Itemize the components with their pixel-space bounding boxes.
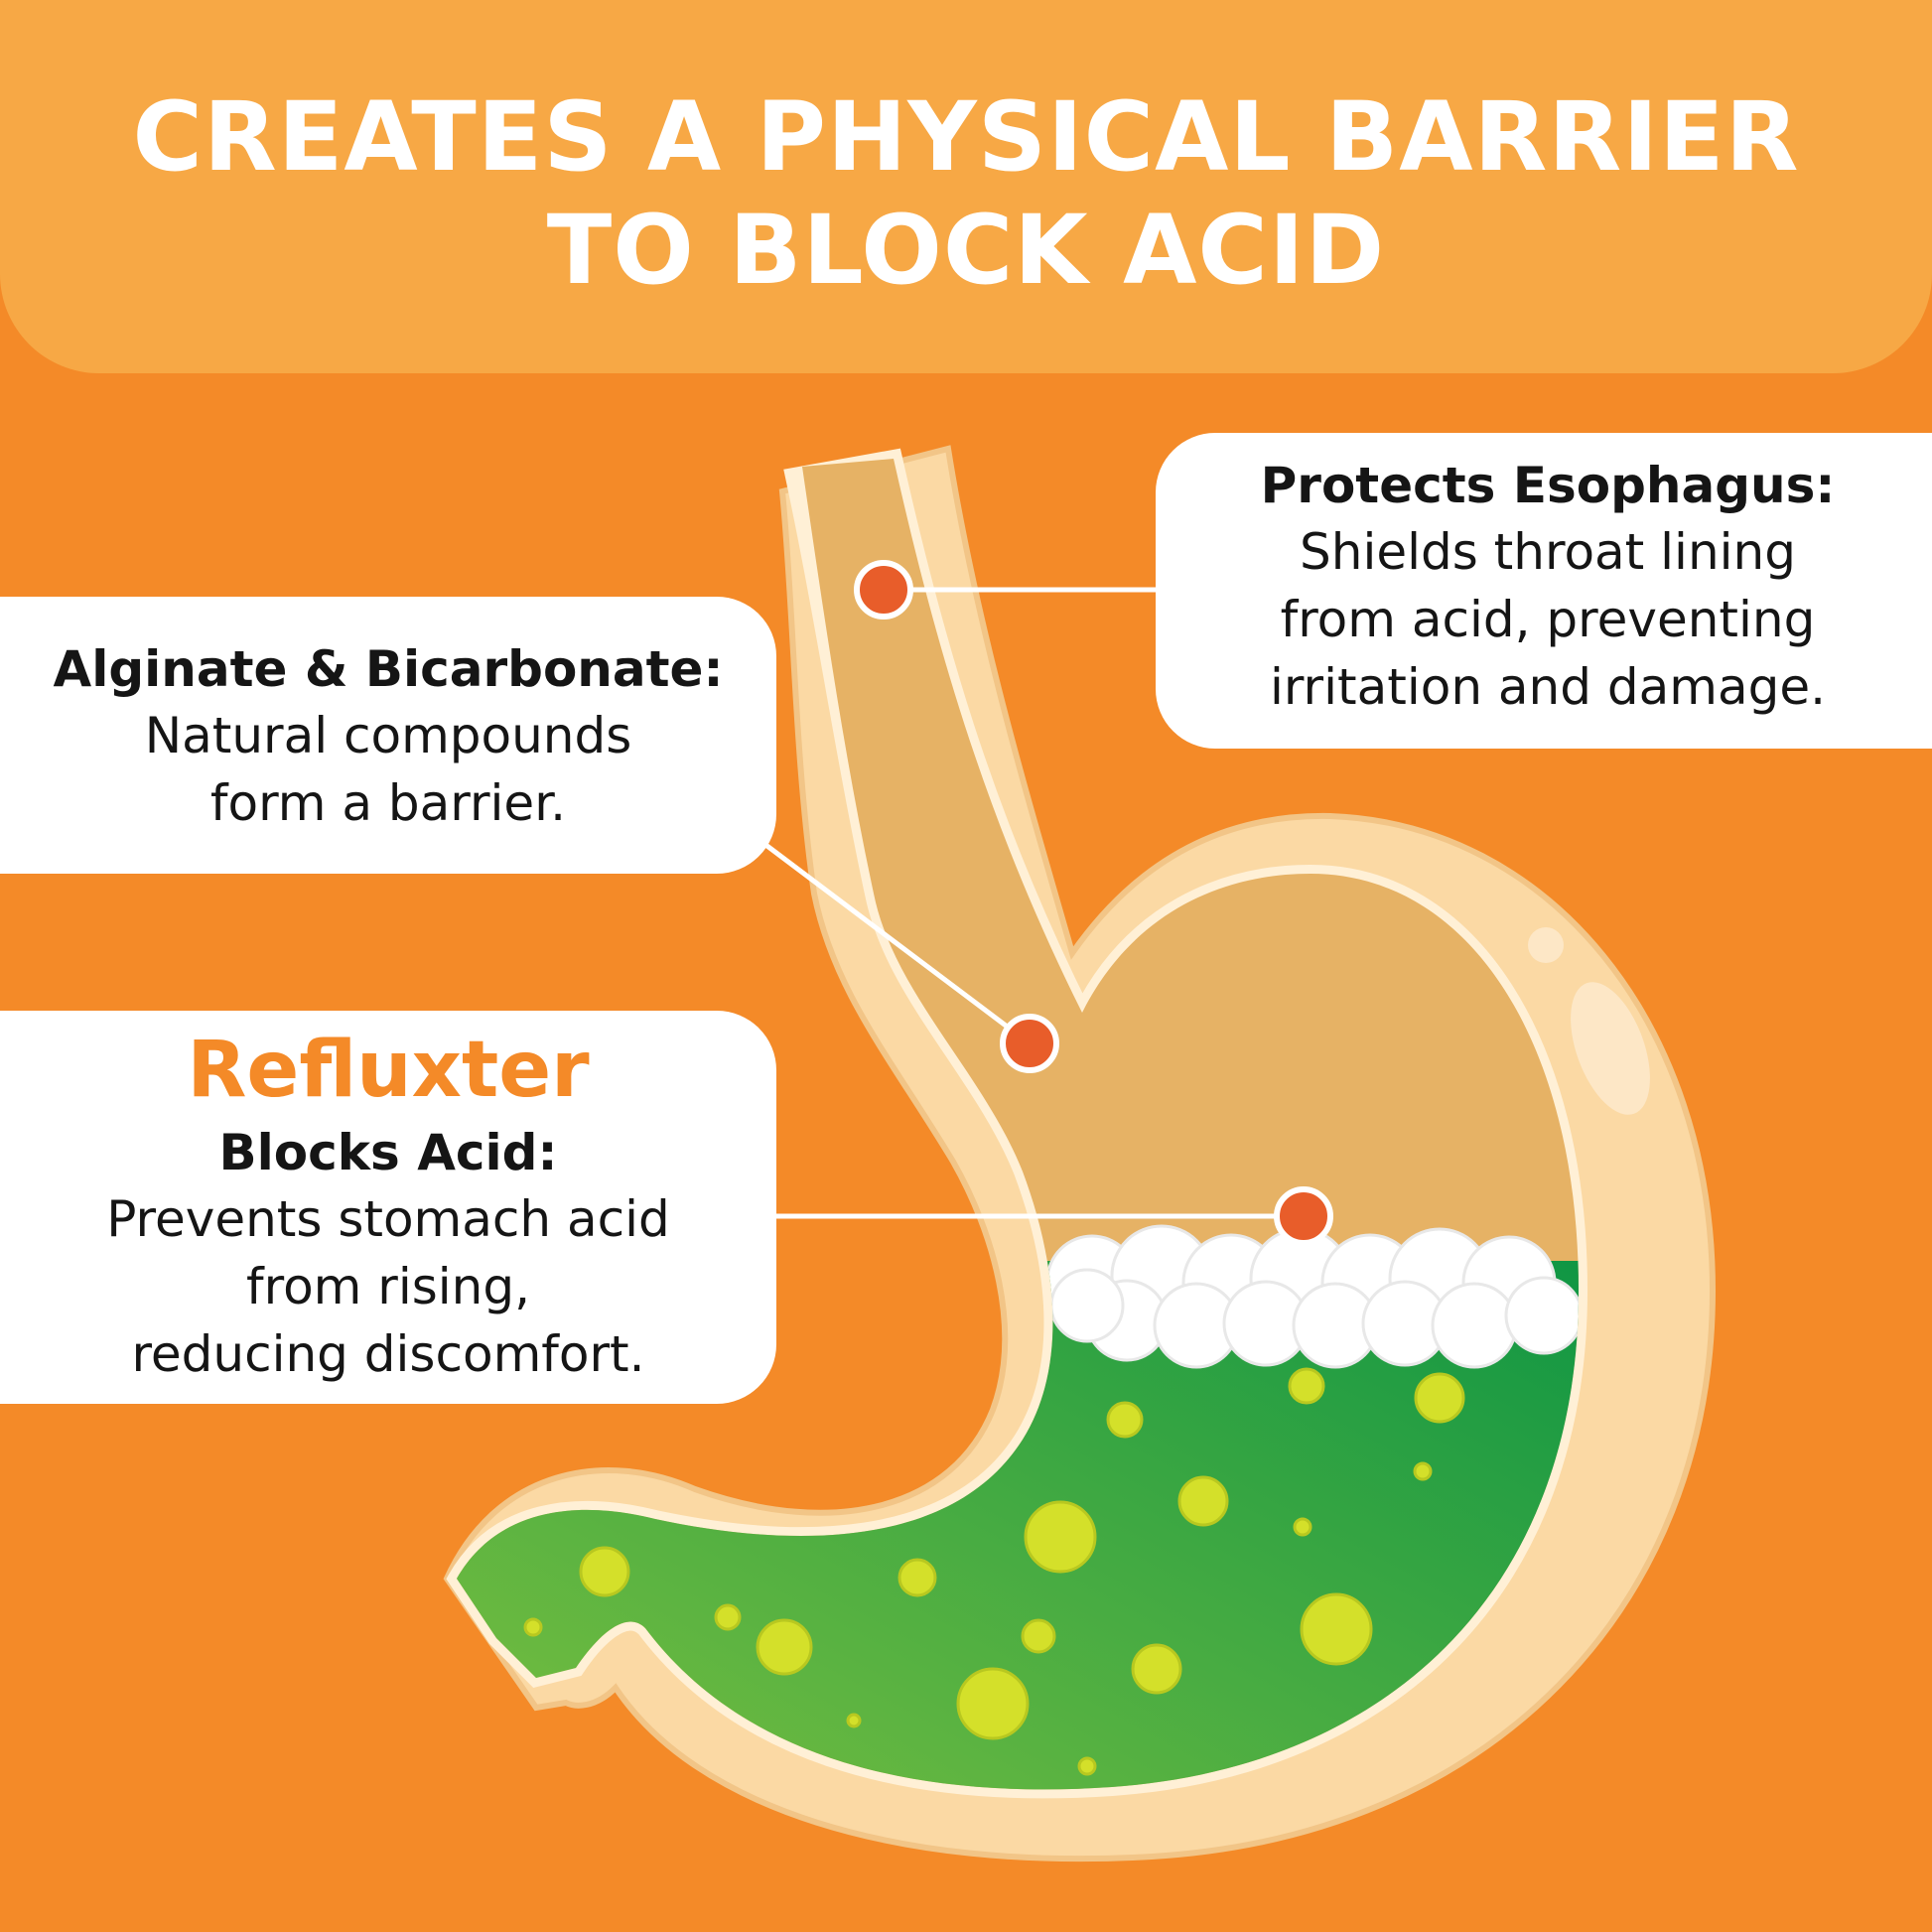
callout-alginate-line-2: form a barrier. xyxy=(209,774,567,832)
marker-esophagus xyxy=(854,560,913,620)
foam-barrier xyxy=(1045,1224,1579,1369)
gloss-highlight xyxy=(1571,982,1650,1115)
acid-bubbles xyxy=(523,1367,1465,1776)
header-banner: CREATES A PHYSICAL BARRIER TO BLOCK ACID xyxy=(0,0,1932,373)
callout-refluxter: Refluxter Blocks Acid: Prevents stomach … xyxy=(0,1011,776,1404)
connector-alginate xyxy=(762,842,1032,1045)
callout-refluxter-line-1: Prevents stomach acid xyxy=(106,1190,670,1248)
marker-refluxter xyxy=(1274,1186,1333,1246)
callout-refluxter-heading: Blocks Acid: xyxy=(218,1124,558,1181)
callout-alginate: Alginate & Bicarbonate: Natural compound… xyxy=(0,597,776,874)
page-title-line-2: TO BLOCK ACID xyxy=(546,195,1386,306)
brand-name: Refluxter xyxy=(187,1026,590,1115)
page-title-line-1: CREATES A PHYSICAL BARRIER xyxy=(132,81,1800,193)
callout-esophagus-line-1: Shields throat lining xyxy=(1300,523,1796,581)
gloss-dot xyxy=(1528,927,1564,963)
marker-alginate xyxy=(1000,1014,1059,1073)
callout-alginate-heading: Alginate & Bicarbonate: xyxy=(53,640,724,698)
callout-alginate-line-1: Natural compounds xyxy=(144,707,632,764)
callout-esophagus-line-2: from acid, preventing xyxy=(1280,591,1816,648)
callout-esophagus-line-3: irritation and damage. xyxy=(1269,658,1826,716)
callout-esophagus-heading: Protects Esophagus: xyxy=(1260,457,1836,514)
callout-esophagus: Protects Esophagus: Shields throat linin… xyxy=(1156,433,1932,749)
callout-refluxter-line-3: reducing discomfort. xyxy=(131,1325,645,1383)
callout-refluxter-line-2: from rising, xyxy=(246,1258,530,1315)
